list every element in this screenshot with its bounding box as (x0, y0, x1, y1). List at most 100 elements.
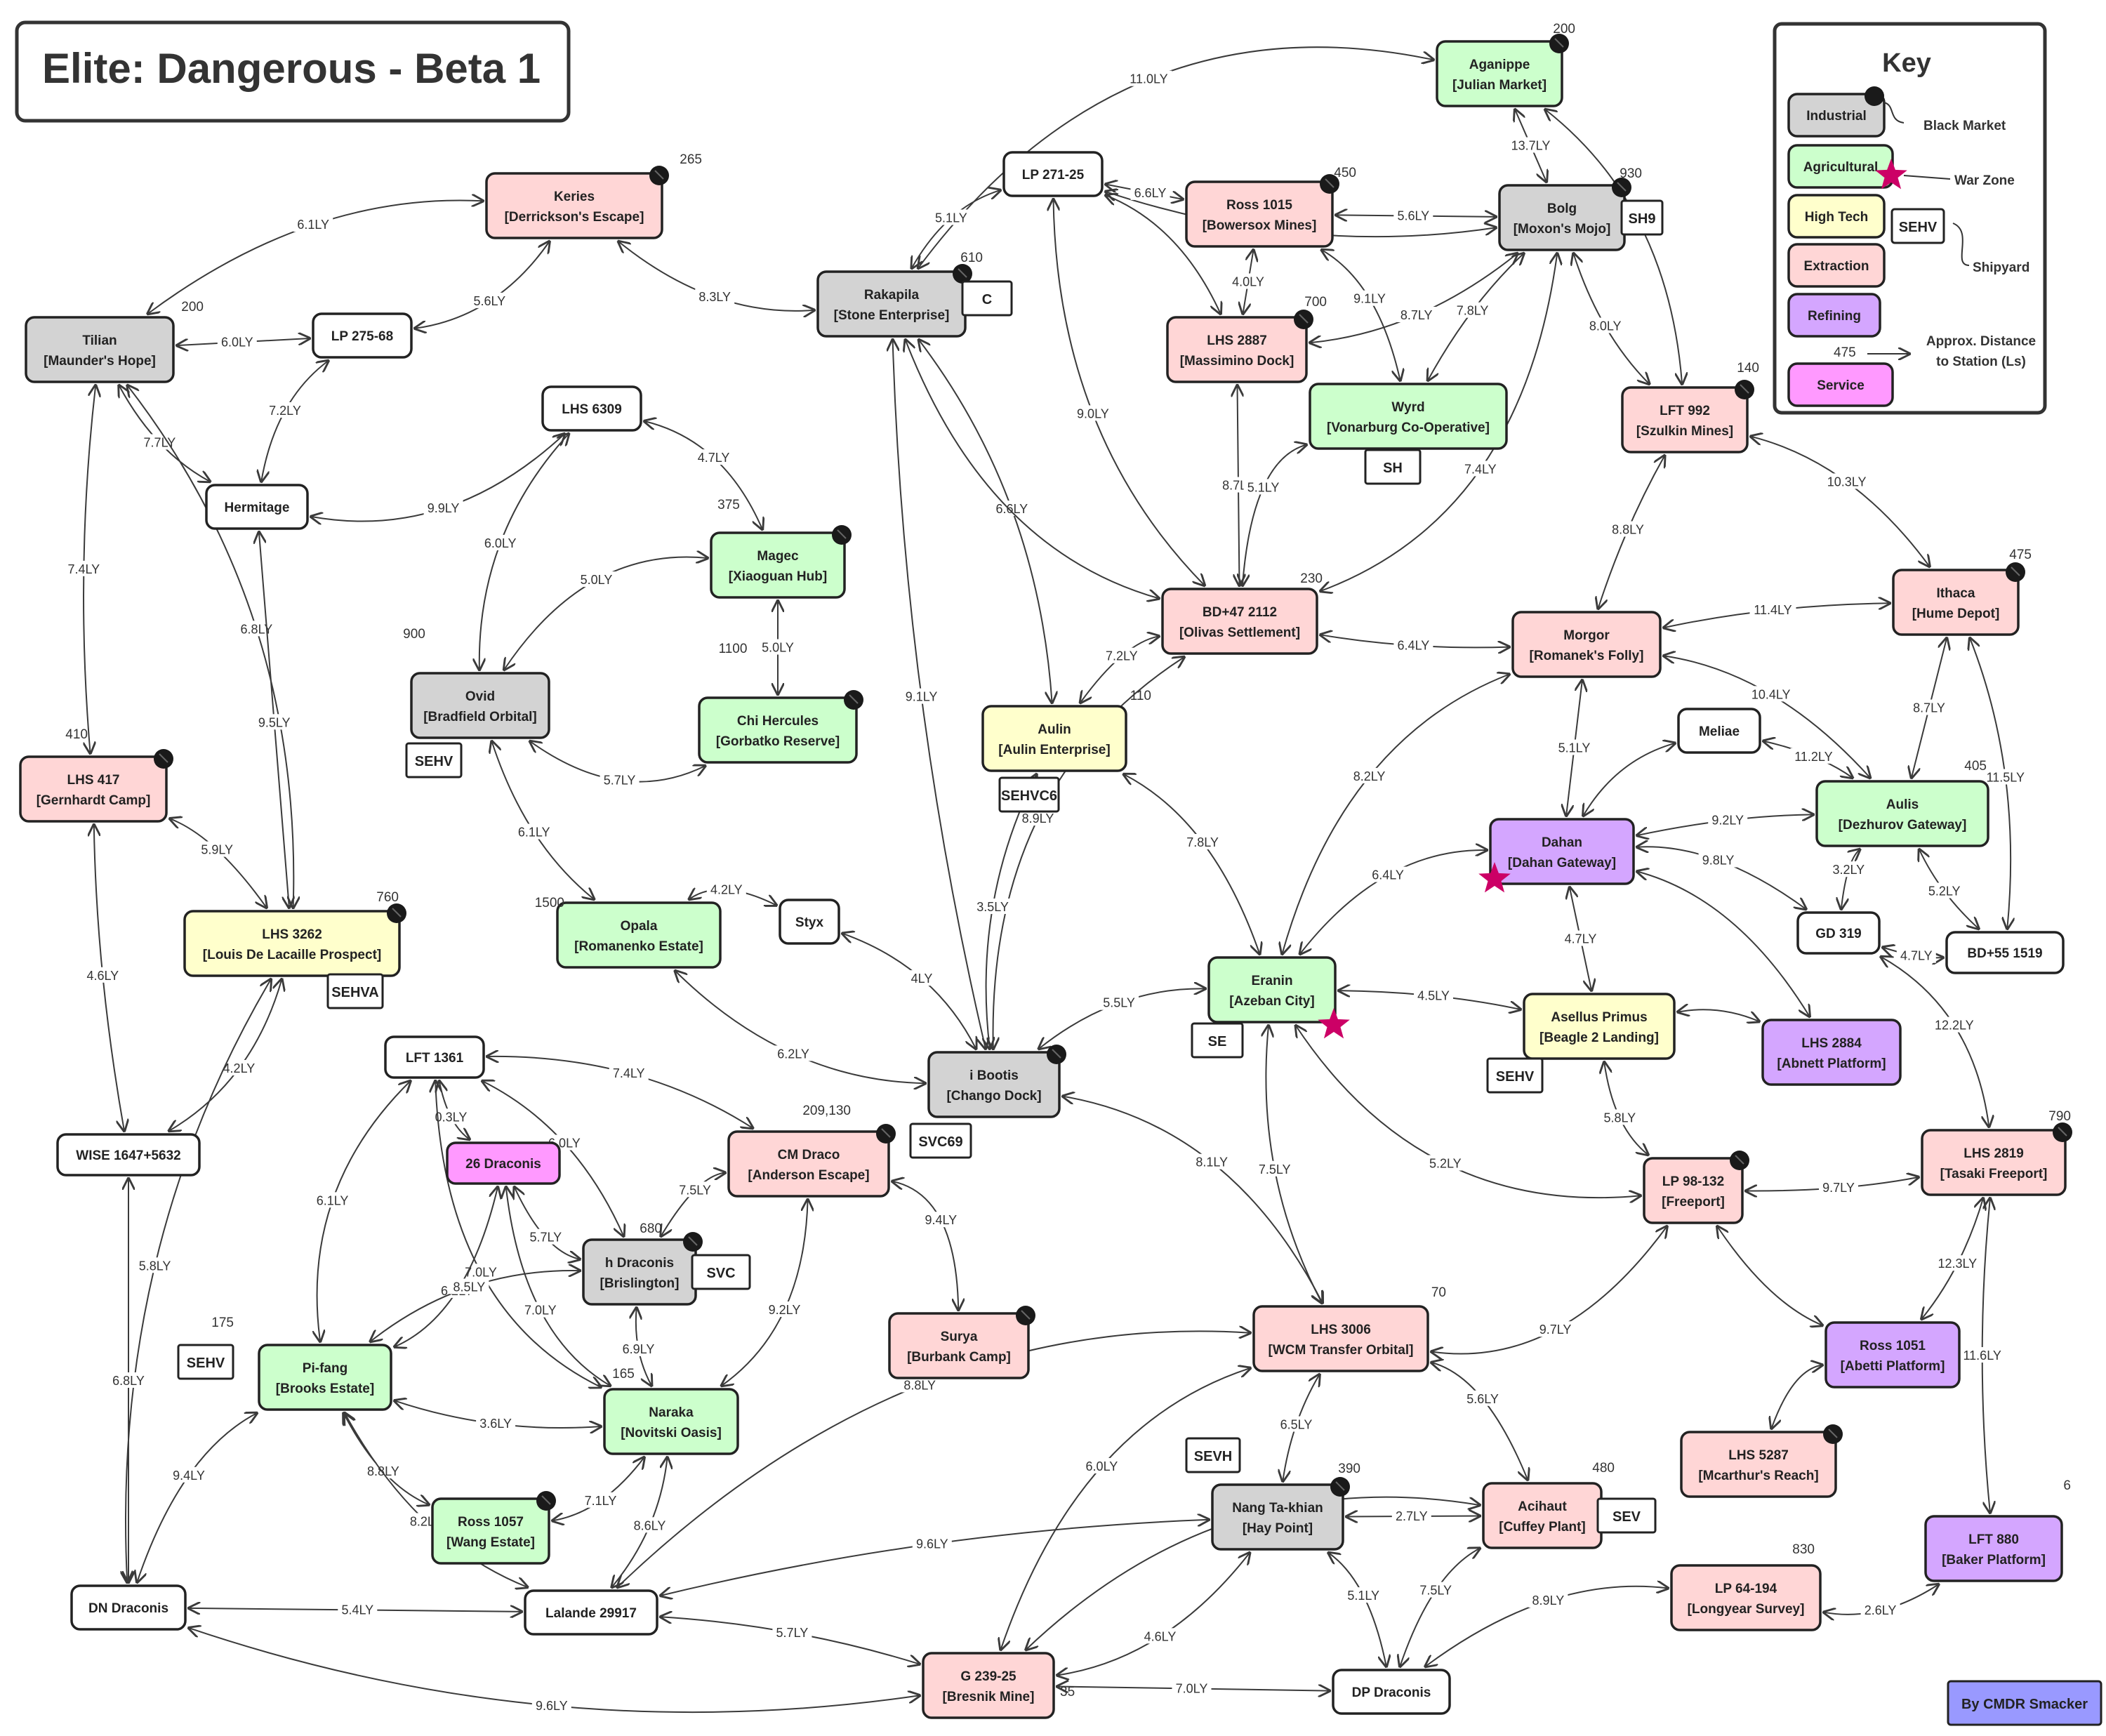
route-distance-label: 8.2LY (1353, 769, 1386, 783)
system-lhs2887[interactable]: LHS 2887[Massimino Dock]700 (1166, 295, 1327, 383)
system-lhs5287[interactable]: LHS 5287[Mcarthur's Reach] (1680, 1424, 1843, 1498)
system-lhs3262[interactable]: LHS 3262[Louis De Lacaille Prospect]760S… (183, 890, 406, 1009)
route-meliae-dahan (1583, 743, 1675, 816)
route-lalande-g23925 (661, 1617, 920, 1664)
system-lhs6309[interactable]: LHS 6309 (541, 385, 642, 432)
route-label-bg (293, 216, 333, 232)
system-name: Ross 1057 (458, 1515, 524, 1530)
system-magec[interactable]: Magec[Xiaoguan Hub]375 (710, 498, 852, 599)
system-ross1057[interactable]: Ross 1057[Wang Estate] (431, 1491, 556, 1565)
system-hermitage[interactable]: Hermitage (205, 484, 309, 530)
route-lft1361-pifang (317, 1081, 411, 1341)
system-opala[interactable]: Opala[Romanenko Estate]1500 (535, 896, 722, 969)
system-name: LFT 880 (1968, 1532, 2019, 1547)
station-name: [Aulin Enterprise] (998, 743, 1110, 757)
route-26draconis-hdraconis (515, 1187, 580, 1259)
system-morgor[interactable]: Morgor[Romanek's Folly] (1511, 611, 1662, 678)
black-market-icon-mark (1335, 1481, 1345, 1491)
system-lhs2884[interactable]: LHS 2884[Abnett Platform] (1761, 1019, 1902, 1086)
station-name: [Dahan Gateway] (1508, 856, 1616, 870)
system-26draconis[interactable]: 26 Draconis (446, 1141, 561, 1185)
key-label-industrial: Industrial (1806, 109, 1867, 124)
system-ithaca[interactable]: Ithaca[Hume Depot]475 (1892, 548, 2032, 636)
system-ross1015[interactable]: Ross 1015[Bowersox Mines]450 (1185, 166, 1356, 248)
black-market-icon-mark (1740, 384, 1749, 394)
system-lalande[interactable]: Lalande 29917 (524, 1589, 658, 1636)
station-name: [Louis De Lacaille Prospect] (203, 948, 381, 962)
system-name: i Bootis (969, 1068, 1019, 1083)
station-name: [Longyear Survey] (1688, 1602, 1805, 1617)
system-box (485, 172, 663, 239)
system-box (1511, 611, 1662, 678)
system-dpdraconis[interactable]: DP Draconis (1332, 1669, 1451, 1715)
route-distance-label: 7.5LY (1419, 1584, 1452, 1598)
system-box (1621, 386, 1749, 453)
system-aganippe[interactable]: Aganippe[Julian Market]200 (1436, 22, 1575, 107)
system-lhs3006[interactable]: LHS 3006[WCM Transfer Orbital]70 (1252, 1285, 1446, 1372)
route-lhs3262-wise1647 (169, 979, 282, 1131)
system-name: 26 Draconis (465, 1157, 541, 1172)
system-lhs2819[interactable]: LHS 2819[Tasaki Freeport]790 (1921, 1109, 2072, 1196)
shipyard-tag (909, 1122, 972, 1159)
system-lp27568[interactable]: LP 275-68 (312, 312, 413, 359)
system-lp98132[interactable]: LP 98-132[Freeport] (1643, 1151, 1749, 1224)
station-distance: 790 (2048, 1109, 2071, 1124)
route-ross1015-wyrd (1322, 250, 1400, 380)
system-dndraconis[interactable]: DN Draconis (70, 1584, 187, 1631)
station-distance: 390 (1338, 1462, 1360, 1476)
system-lft880[interactable]: LFT 880[Baker Platform]6 (1924, 1478, 2071, 1582)
route-nangtakhian-dpdraconis (1328, 1553, 1386, 1667)
station-distance: 200 (181, 300, 204, 314)
system-tilian[interactable]: Tilian[Maunder's Hope]200 (25, 300, 204, 383)
route-distance-label: 8.7LY (1913, 701, 1945, 715)
system-cmdraco[interactable]: CM Draco[Anderson Escape]209,130 (727, 1104, 896, 1198)
system-styx[interactable]: Styx (779, 899, 840, 945)
system-lft992[interactable]: LFT 992[Szulkin Mines]140 (1621, 361, 1759, 453)
system-g23925[interactable]: G 239-25[Bresnik Mine]35 (922, 1652, 1075, 1719)
system-naraka[interactable]: Naraka[Novitski Oasis]165 (603, 1367, 739, 1455)
system-box (524, 1589, 658, 1636)
system-chihercules[interactable]: Chi Hercules[Gorbatko Reserve]1100 (698, 642, 863, 764)
system-name: Aulin (1038, 722, 1071, 737)
route-label-bg (1460, 460, 1500, 477)
route-distance-label: 6.5LY (1280, 1418, 1313, 1432)
system-asellus[interactable]: Asellus Primus[Beagle 2 Landing]SEHV (1486, 993, 1676, 1094)
black-market-icon-mark (392, 908, 402, 917)
route-distance-label: 3.2LY (1832, 863, 1865, 877)
route-distance-label: 8.8LY (903, 1378, 936, 1392)
black-market-icon-mark (1617, 182, 1627, 192)
route-lp27568-keries (415, 241, 550, 329)
system-box (698, 696, 858, 764)
system-lft1361[interactable]: LFT 1361 (384, 1035, 485, 1079)
system-name: Aganippe (1469, 58, 1530, 72)
route-distance-label: 5.4LY (341, 1603, 373, 1617)
route-distance-label: 9.6LY (536, 1699, 568, 1713)
system-dahan[interactable]: Dahan[Dahan Gateway] (1478, 818, 1635, 893)
station-distance: 140 (1737, 361, 1759, 376)
system-bd472112[interactable]: BD+47 2112[Olivas Settlement]230 (1161, 571, 1323, 655)
system-bd551519[interactable]: BD+55 1519 (1945, 931, 2065, 974)
system-meliae[interactable]: Meliae (1677, 708, 1761, 754)
system-gd319[interactable]: GD 319 (1796, 911, 1881, 955)
system-aulis[interactable]: Aulis[Dezhurov Gateway]405 (1815, 759, 1989, 847)
system-wise1647[interactable]: WISE 1647+5632 (56, 1133, 201, 1177)
system-keries[interactable]: Keries[Derrickson's Escape]265 (485, 152, 702, 239)
key-black-market-label: Black Market (1923, 119, 2006, 133)
system-ibootis[interactable]: i Bootis[Chango Dock]SVC69 (909, 1045, 1066, 1159)
system-eranin[interactable]: Eranin[Azeban City]SE (1191, 956, 1350, 1059)
system-lp64194[interactable]: LP 64-194[Longyear Survey]830 (1670, 1542, 1822, 1631)
system-wyrd[interactable]: Wyrd[Vonarburg Co-Operative]SH (1309, 383, 1508, 485)
system-lp27125[interactable]: LP 271-25 (1002, 151, 1104, 197)
system-lhs417[interactable]: LHS 417[Gernhardt Camp]410 (19, 727, 173, 823)
system-surya[interactable]: Surya[Burbank Camp] (888, 1306, 1035, 1379)
system-ross1051[interactable]: Ross 1051[Abetti Platform] (1824, 1321, 1961, 1389)
route-label-bg (1747, 686, 1794, 702)
